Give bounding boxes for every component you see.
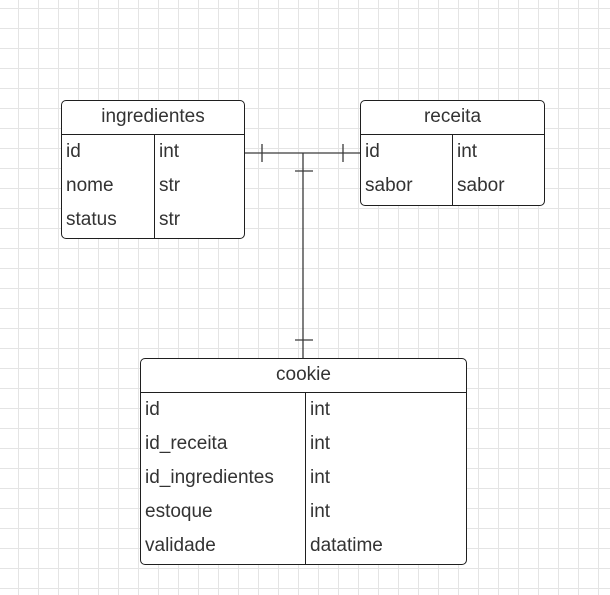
entity-title: ingredientes (62, 101, 244, 135)
field-type: int (310, 467, 331, 488)
field-type: str (159, 175, 181, 196)
entity-fields: id sabor int sabor (361, 135, 544, 205)
field-name: id (145, 399, 160, 420)
field-name: id_receita (145, 433, 228, 454)
field-name: id (365, 141, 380, 162)
entity-title: cookie (141, 359, 466, 393)
field-name: nome (66, 175, 114, 196)
entity-fields: id id_receita id_ingredientes estoque va… (141, 393, 466, 564)
field-name-column: id sabor (361, 135, 452, 205)
field-name-column: id nome status (62, 135, 154, 238)
field-name: validade (145, 535, 216, 556)
entity-receita[interactable]: receita id sabor int sabor (360, 100, 545, 206)
field-type-column: int sabor (452, 135, 544, 205)
field-name: id_ingredientes (145, 467, 274, 488)
field-type: datatime (310, 535, 383, 556)
field-type: int (159, 141, 180, 162)
field-type: int (457, 141, 478, 162)
entity-fields: id nome status int str str (62, 135, 244, 238)
field-type: int (310, 433, 331, 454)
entity-cookie[interactable]: cookie id id_receita id_ingredientes est… (140, 358, 467, 565)
field-name: estoque (145, 501, 213, 522)
field-type: int (310, 399, 331, 420)
field-name-column: id id_receita id_ingredientes estoque va… (141, 393, 305, 564)
field-name: status (66, 209, 117, 230)
field-type: str (159, 209, 181, 230)
field-type-column: int str str (154, 135, 244, 238)
entity-title: receita (361, 101, 544, 135)
entity-ingredientes[interactable]: ingredientes id nome status int str str (61, 100, 245, 239)
field-type: sabor (457, 175, 505, 196)
field-name: sabor (365, 175, 413, 196)
field-type-column: int int int int datatime (305, 393, 466, 564)
field-type: int (310, 501, 331, 522)
field-name: id (66, 141, 81, 162)
